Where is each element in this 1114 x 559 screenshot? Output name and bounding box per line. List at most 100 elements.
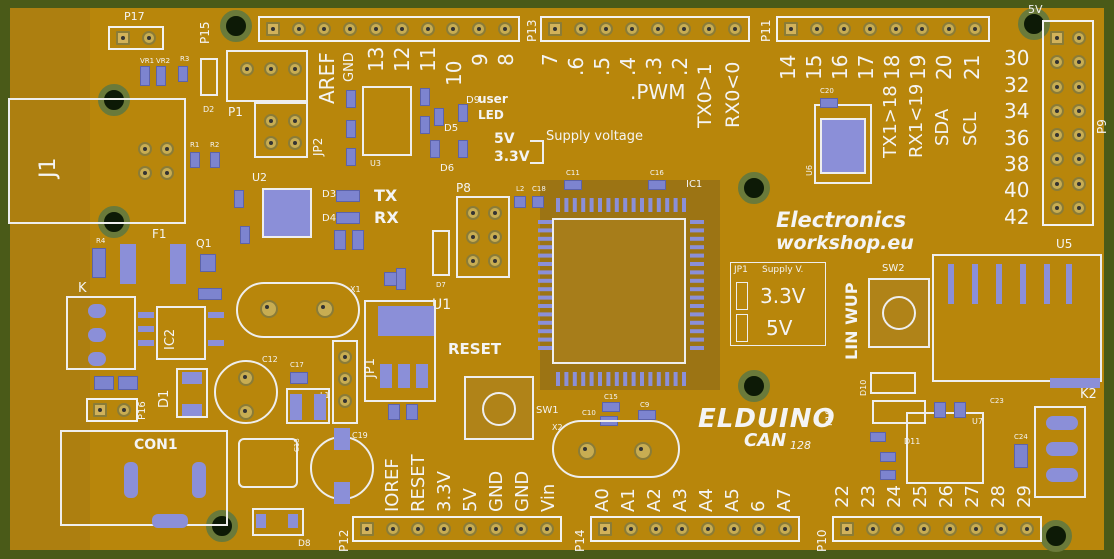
header-top-left[interactable] — [258, 16, 520, 42]
pin — [778, 522, 793, 536]
ic2-pad — [138, 326, 154, 332]
q1-label: Q1 — [196, 237, 212, 250]
pin — [343, 22, 358, 36]
label-21: 21 — [960, 54, 984, 80]
pin — [316, 300, 334, 318]
pin — [1050, 176, 1064, 191]
pin — [865, 522, 880, 536]
r4-label: R4 — [96, 237, 106, 245]
pin — [411, 522, 426, 536]
pin — [264, 136, 278, 150]
label-reset-pin: RESET — [408, 454, 429, 512]
jp1-5-jumper — [736, 314, 748, 342]
sw1-knob[interactable] — [482, 392, 516, 426]
connector-con1[interactable] — [60, 430, 228, 526]
l1-pad — [290, 394, 302, 420]
pin — [93, 403, 107, 417]
pin — [142, 31, 156, 45]
p11-label: P11 — [759, 19, 773, 42]
pin — [1072, 176, 1086, 191]
header-p17[interactable] — [108, 26, 164, 50]
mount-hole-3 — [98, 84, 130, 116]
p16-label: P16 — [137, 401, 148, 420]
chip-ic1 — [552, 218, 686, 364]
d1-label: D1 — [157, 389, 172, 408]
sw2-knob[interactable] — [882, 296, 916, 330]
k-pad — [88, 352, 106, 366]
label-sda: SDA — [932, 108, 953, 146]
jp1-table — [730, 262, 826, 346]
pin — [420, 22, 435, 36]
label-a3: A3 — [670, 488, 691, 512]
header-p1[interactable] — [226, 50, 308, 102]
pin — [968, 522, 983, 536]
u5-pad — [948, 264, 954, 304]
pin — [338, 350, 352, 364]
ic1-pin — [538, 220, 552, 224]
header-top-right[interactable] — [776, 16, 990, 42]
ic1-pin — [656, 198, 661, 212]
ic1-pin — [682, 198, 686, 212]
ic1-pin — [673, 372, 678, 386]
label-23: 23 — [858, 485, 879, 508]
label-13: 13 — [364, 46, 388, 72]
label-gnd-pin1: GND — [486, 470, 507, 512]
f1-pad — [170, 244, 186, 284]
diode-d1 — [176, 368, 208, 418]
smd-r — [420, 116, 430, 134]
pin — [466, 230, 480, 244]
connector-k[interactable] — [66, 296, 136, 370]
header-p9[interactable] — [1042, 20, 1094, 226]
label-a2: A2 — [644, 488, 665, 512]
mount-hole-5 — [738, 172, 770, 204]
pin — [634, 442, 652, 460]
header-jp2[interactable] — [254, 102, 308, 158]
pin — [726, 522, 741, 536]
ic2-pad — [138, 312, 154, 318]
d6-label: D6 — [440, 163, 455, 174]
ic1-pin — [614, 198, 619, 212]
header-p18[interactable] — [872, 400, 926, 424]
con1-pad — [152, 514, 188, 528]
pin — [700, 522, 715, 536]
label-6: .6 — [564, 56, 588, 76]
mount-hole-1 — [220, 10, 252, 42]
pin — [1072, 55, 1086, 70]
connector-j1[interactable] — [8, 98, 186, 224]
ic1-pin — [538, 278, 552, 283]
header-p16[interactable] — [86, 398, 138, 422]
d10-label: D10 — [859, 379, 868, 396]
pin — [260, 300, 278, 318]
smd-q1 — [200, 254, 216, 272]
pin — [1072, 31, 1086, 46]
r3-label: R3 — [180, 55, 190, 63]
d7-label: D7 — [436, 281, 446, 289]
connector-k2[interactable] — [1034, 406, 1086, 498]
pin — [116, 31, 130, 45]
header-bottom-analog[interactable] — [590, 516, 800, 542]
u1-label: U1 — [432, 297, 452, 313]
smd-r22 — [198, 288, 222, 300]
label-15: 15 — [802, 54, 826, 80]
smd — [396, 268, 406, 290]
header-bottom-digital[interactable] — [832, 516, 1042, 542]
smd-c — [234, 190, 244, 208]
label-11: 11 — [416, 46, 440, 72]
c23-label: C23 — [990, 397, 1004, 405]
header-jp1[interactable] — [332, 340, 358, 424]
label-a7: A7 — [774, 488, 795, 512]
pin — [488, 230, 502, 244]
c19-label: C19 — [352, 431, 368, 440]
header-p8[interactable] — [456, 196, 510, 278]
label-16: 16 — [828, 54, 852, 80]
u3-outline — [362, 86, 412, 156]
header-bottom-power[interactable] — [352, 516, 562, 542]
board-edge-left — [0, 0, 10, 559]
ic1-pin — [665, 372, 670, 386]
header-top-mid[interactable] — [540, 16, 750, 42]
ic1-pin — [564, 198, 569, 212]
pin — [1050, 31, 1064, 46]
pin — [1072, 152, 1086, 167]
label-14: 14 — [776, 54, 800, 80]
jp1-33-jumper — [736, 282, 748, 310]
